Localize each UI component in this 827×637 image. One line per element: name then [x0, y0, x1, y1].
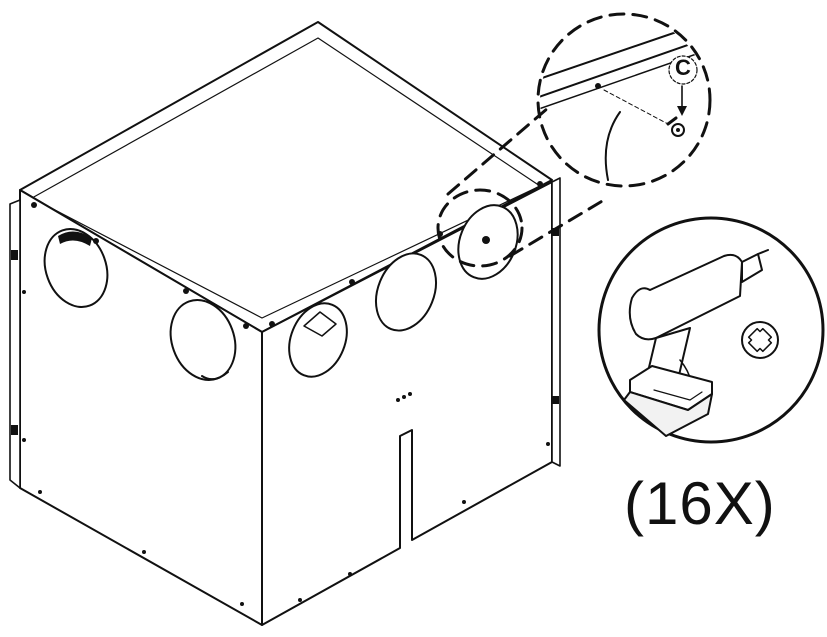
detail-source-circle [436, 188, 524, 268]
duct-opening [43, 228, 109, 308]
quantity-label: (16X) [624, 470, 776, 537]
tool-circle [597, 216, 825, 444]
detail-magnified-circle [536, 12, 712, 188]
cordless-drill-icon [623, 249, 769, 437]
box-right-panel [261, 177, 561, 626]
screw-icon [666, 116, 685, 137]
tool-detail [597, 216, 825, 444]
phillips-head-icon [741, 321, 779, 359]
detail-callout [436, 12, 712, 268]
box-left-panel [9, 189, 263, 626]
duct-opening [375, 252, 437, 332]
screw-holes [22, 202, 249, 606]
magnified-detail [540, 23, 708, 181]
callout-letter-label: C [675, 55, 691, 80]
callout-letter-circle [668, 55, 698, 85]
